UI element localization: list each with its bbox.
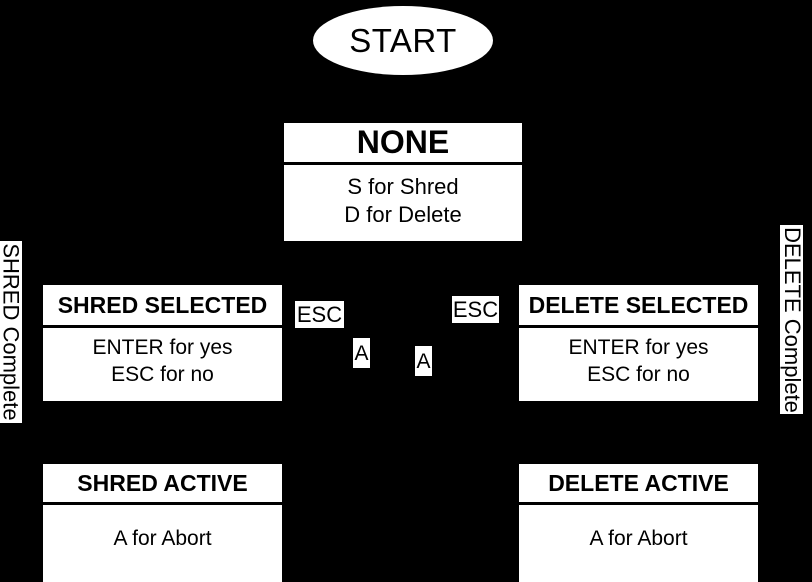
state-body-line: A for Abort <box>589 527 688 550</box>
state-node-shred-selected[interactable]: SHRED SELECTED ENTER for yes ESC for no <box>43 285 282 401</box>
state-node-delete-selected[interactable]: DELETE SELECTED ENTER for yes ESC for no <box>519 285 758 401</box>
state-node-delete-active[interactable]: DELETE ACTIVE A for Abort <box>519 464 758 582</box>
state-title-shred-active: SHRED ACTIVE <box>43 464 282 505</box>
state-body-none: S for Shred D for Delete <box>284 165 522 241</box>
state-body-line: ESC for no <box>111 363 214 386</box>
state-body-line: ENTER for yes <box>568 336 709 359</box>
edge-label-delete-complete: DELETE Complete <box>779 225 805 414</box>
state-body-delete-selected: ENTER for yes ESC for no <box>519 328 758 401</box>
state-title-none: NONE <box>284 123 522 165</box>
state-body-line: ESC for no <box>587 363 690 386</box>
start-node[interactable]: START <box>313 6 493 75</box>
edge-label-shred-complete-text: SHRED Complete <box>0 243 24 421</box>
edge-label-a-left: A <box>353 338 370 368</box>
start-node-label: START <box>349 22 457 59</box>
state-title-delete-active: DELETE ACTIVE <box>519 464 758 505</box>
state-body-delete-active: A for Abort <box>519 505 758 582</box>
state-body-line: A for Abort <box>113 527 212 550</box>
state-body-line: S for Shred <box>347 174 459 199</box>
state-body-shred-active: A for Abort <box>43 505 282 582</box>
edge-label-esc-left: ESC <box>295 301 344 328</box>
state-body-shred-selected: ENTER for yes ESC for no <box>43 328 282 401</box>
state-node-shred-active[interactable]: SHRED ACTIVE A for Abort <box>43 464 282 582</box>
state-title-delete-selected: DELETE SELECTED <box>519 285 758 328</box>
state-body-line: D for Delete <box>344 202 462 227</box>
edge-label-a-right: A <box>415 346 432 376</box>
state-body-line: ENTER for yes <box>92 336 233 359</box>
edge-label-esc-right: ESC <box>452 296 499 323</box>
edge-label-delete-complete-text: DELETE Complete <box>779 226 805 413</box>
state-node-none[interactable]: NONE S for Shred D for Delete <box>284 123 522 241</box>
edge-label-shred-complete: SHRED Complete <box>0 241 24 423</box>
state-title-shred-selected: SHRED SELECTED <box>43 285 282 328</box>
